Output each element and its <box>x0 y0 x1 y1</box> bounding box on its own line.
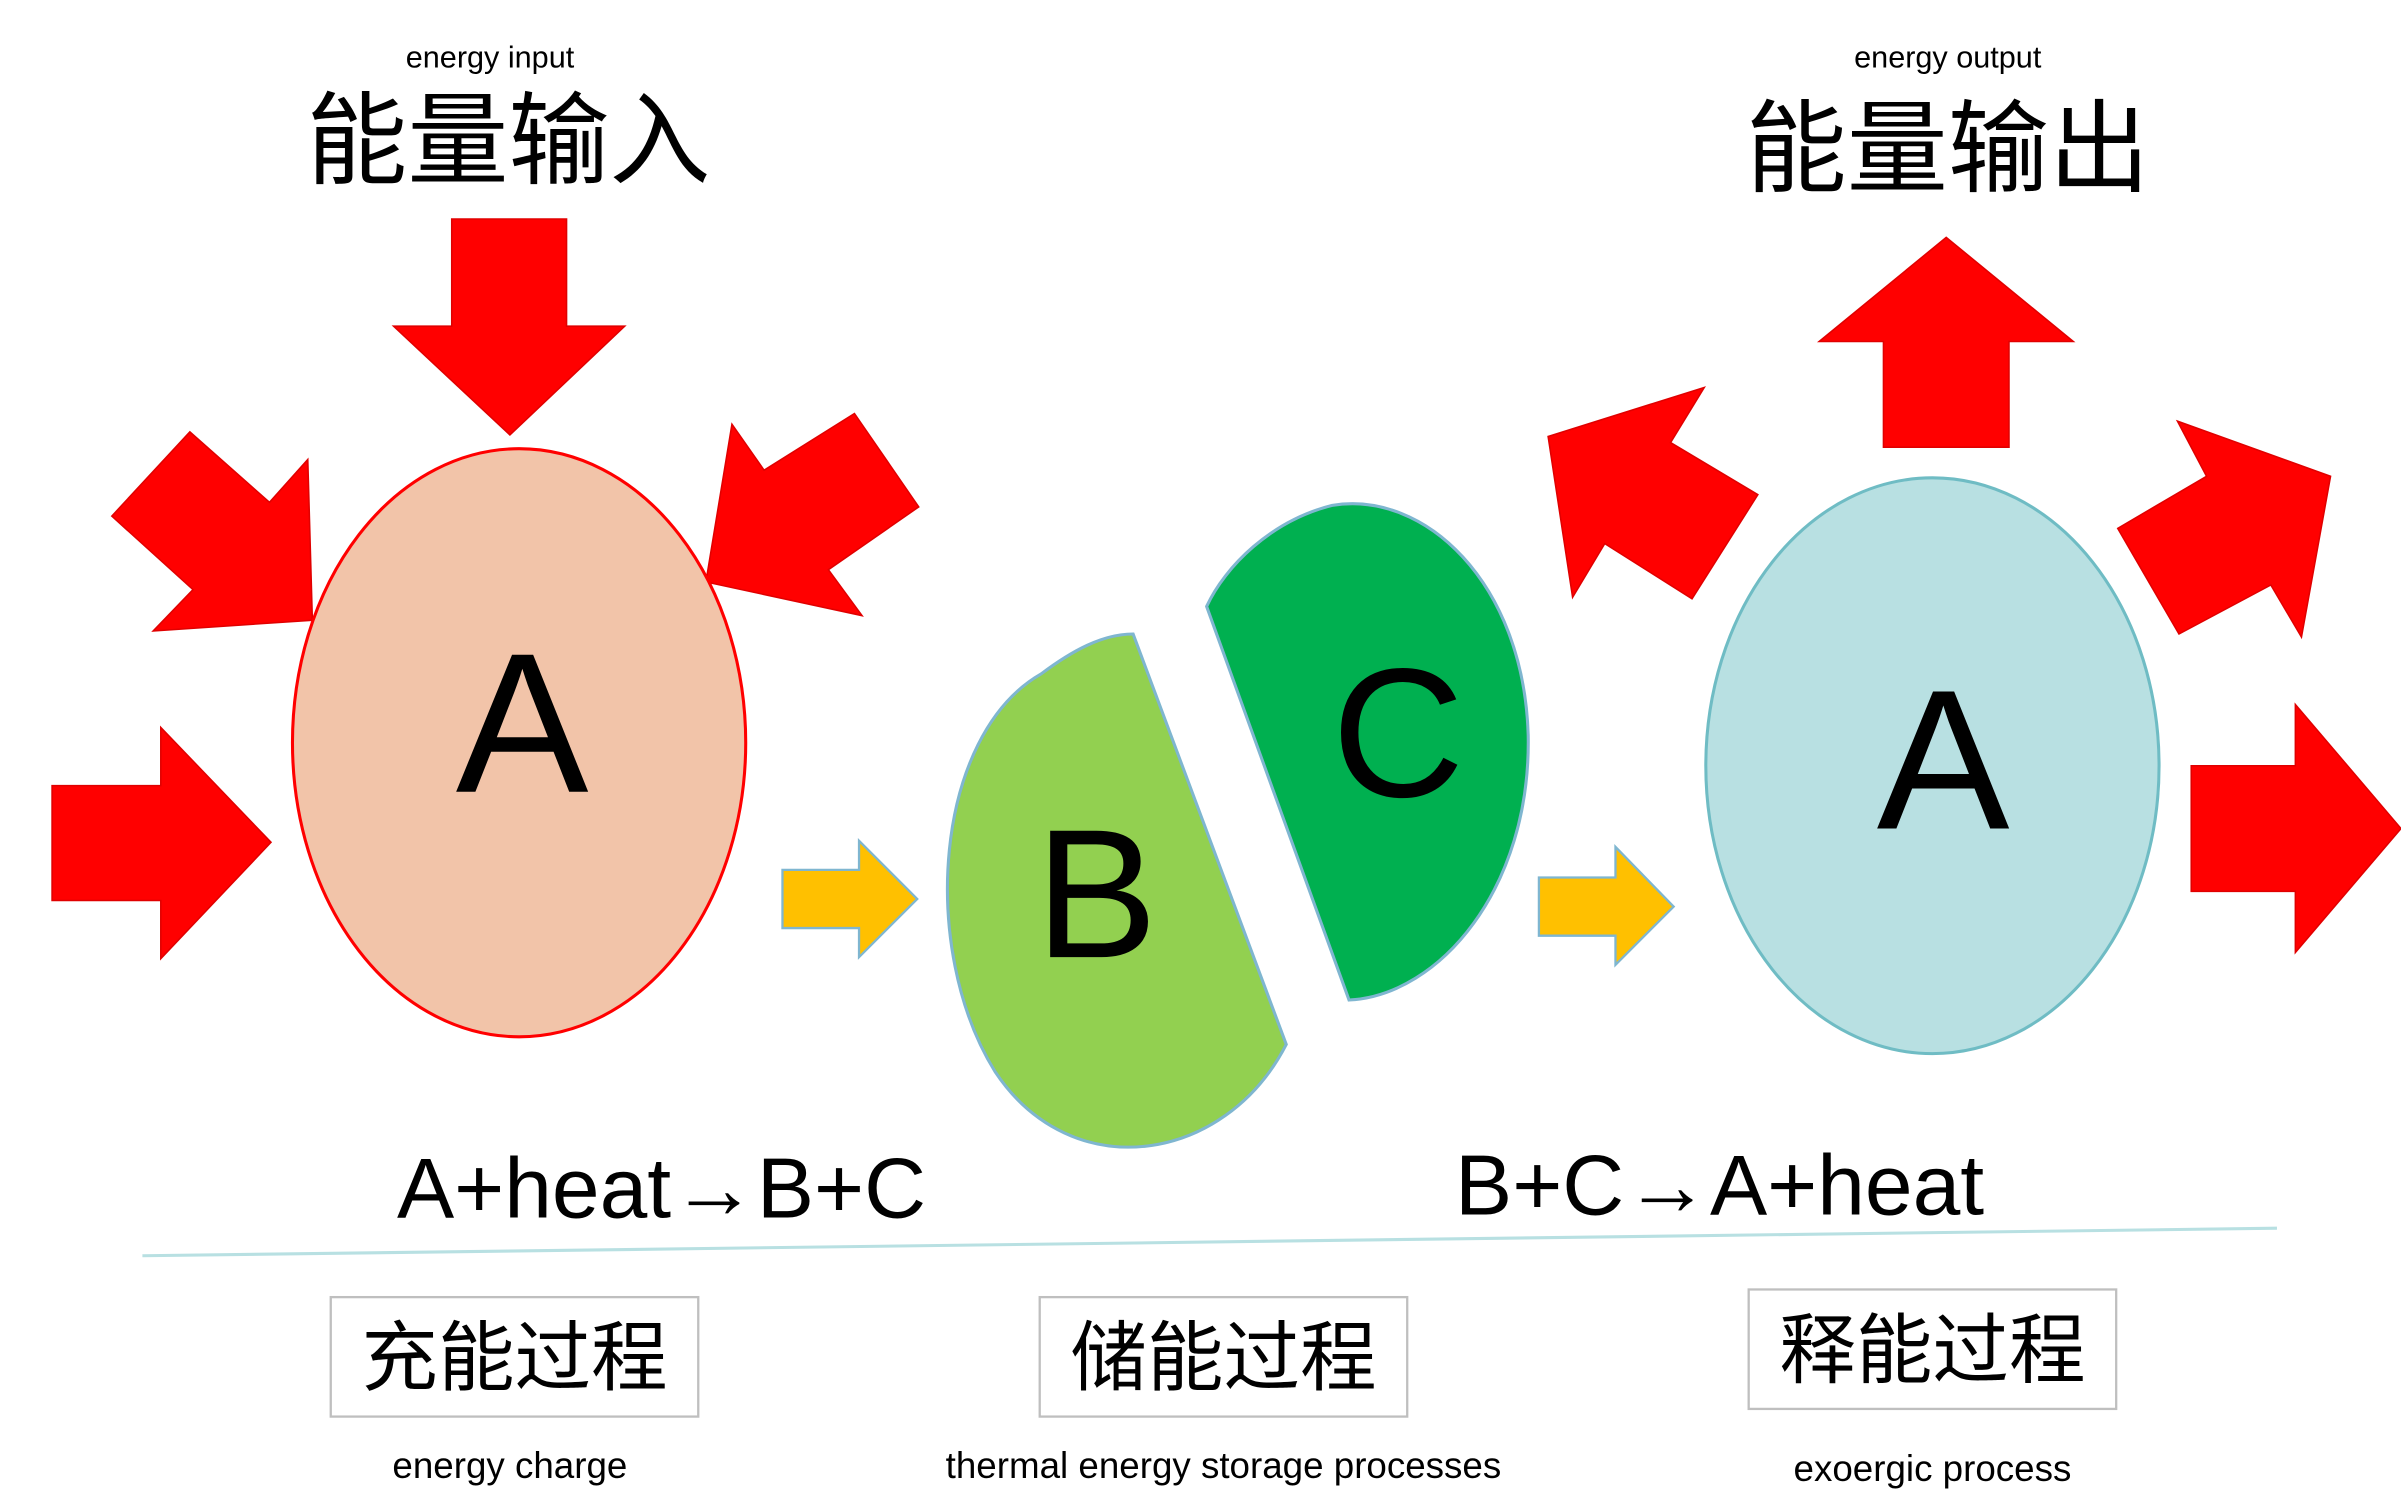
stage-label: 充能过程 <box>361 1314 667 1403</box>
stage-storage: 储能过程 thermal energy storage processes <box>946 1295 1502 1486</box>
process-arrow-2-icon <box>1537 844 1676 968</box>
node-c-label: C <box>1332 630 1465 835</box>
stage-release: 释能过程 exoergic process <box>1747 1288 2118 1489</box>
output-arrow-diagonal-left-icon <box>1547 386 1759 600</box>
stage-caption: exoergic process <box>1794 1448 2072 1489</box>
energy-output-title: 能量输出 <box>1746 90 2150 208</box>
stage-box <box>329 1295 700 1418</box>
node-b-label: B <box>1035 791 1158 996</box>
release-equation: B+C→A+heat <box>1455 1137 1984 1233</box>
divider-line <box>142 1226 2277 1258</box>
stage-box <box>1038 1295 1409 1418</box>
input-arrow-diagonal-right-icon <box>705 412 920 617</box>
stage-label: 储能过程 <box>1070 1314 1376 1403</box>
output-arrow-right-icon <box>2190 702 2401 955</box>
output-arrow-up-icon <box>1816 236 2076 448</box>
input-arrow-diagonal-left-icon <box>110 430 314 632</box>
stage-label: 释能过程 <box>1779 1307 2085 1396</box>
stage-box <box>1747 1288 2118 1411</box>
stage-charge: 充能过程 energy charge <box>329 1295 700 1486</box>
node-c-shape <box>1204 502 1530 1002</box>
node-a-right-label: A <box>1877 649 2010 871</box>
node-a-released-ellipse <box>1704 476 2161 1056</box>
input-arrow-right-icon <box>51 725 273 961</box>
energy-output-caption: energy output <box>1854 40 2042 74</box>
charge-equation: A+heat→B+C <box>397 1140 926 1236</box>
energy-input-title: 能量输入 <box>306 82 710 200</box>
process-arrow-1-icon <box>781 837 919 960</box>
output-arrow-diagonal-right-icon <box>2116 419 2332 640</box>
energy-input-caption: energy input <box>406 40 575 74</box>
stage-caption: thermal energy storage processes <box>946 1445 1502 1486</box>
input-arrow-down-icon <box>391 218 627 436</box>
node-b-shape <box>945 632 1288 1149</box>
stage-caption: energy charge <box>392 1445 627 1486</box>
node-a-charged-ellipse <box>290 447 748 1039</box>
node-a-left-label: A <box>456 613 589 835</box>
